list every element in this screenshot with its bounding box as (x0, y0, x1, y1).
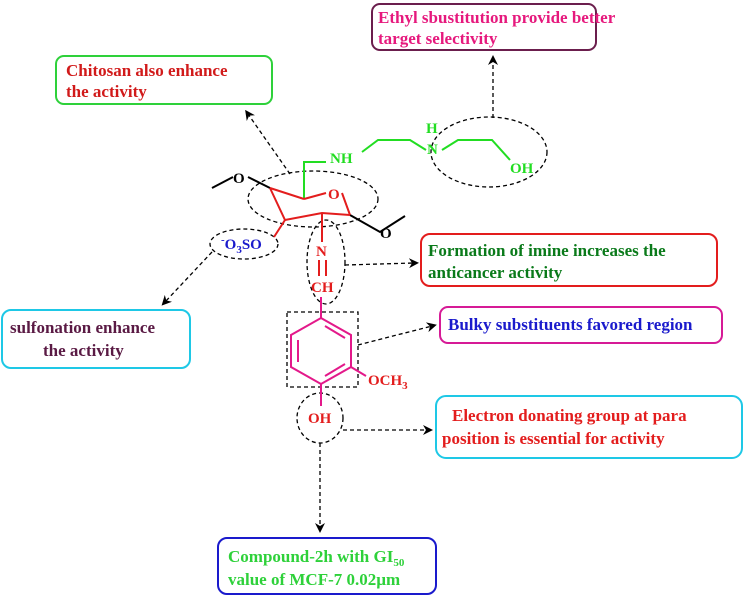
imine-double-bond (318, 260, 327, 276)
ring-o-label: O (328, 187, 340, 203)
compound-line2: value of MCF-7 0.02µm (228, 570, 400, 589)
electron-annotation: Electron donating group at para position… (435, 395, 743, 459)
ethyl-ellipse (430, 116, 548, 188)
so3-ellipse (209, 228, 279, 260)
imine-n-label: N (316, 244, 327, 260)
chain-oh-label: OH (510, 161, 534, 177)
ether-o-label: O (380, 226, 392, 242)
sugar-ring (269, 187, 351, 242)
sulfonation-line2: the activity (43, 341, 124, 360)
arrows (161, 55, 498, 533)
amine-chain (303, 139, 511, 199)
ethyl-annotation: Ethyl sbustitution provide better target… (371, 3, 616, 51)
imine-ch-label: CH (311, 280, 334, 296)
arrow-sulfonation (161, 251, 213, 306)
och3-label: OCH3 (368, 373, 408, 392)
nh-left-label: NH (330, 151, 353, 167)
sulfonation-annotation: sulfonation enhance the activity (1, 309, 191, 369)
nh-right-h-label: H (426, 121, 438, 137)
arrow-bulky (357, 322, 437, 346)
chitosan-line1: Chitosan also enhance (66, 61, 228, 80)
benzene-ring (290, 297, 367, 406)
methoxy-bonds (211, 176, 406, 234)
arrow-imine (344, 258, 419, 269)
bulky-annotation: Bulky substituents favored region (439, 306, 723, 344)
compound-annotation: Compound-2h with GI50 value of MCF-7 0.0… (217, 537, 437, 595)
imine-line1: Formation of imine increases the (428, 241, 666, 260)
imine-ellipse (306, 219, 346, 305)
electron-line1: Electron donating group at para (452, 406, 687, 425)
nh-right-n-label: N (427, 142, 438, 158)
bulky-line1: Bulky substituents favored region (448, 315, 693, 334)
imine-line2: anticancer activity (428, 263, 563, 282)
chitosan-line2: the activity (66, 82, 147, 101)
arrow-chitosan (245, 109, 291, 175)
ethyl-line2: target selectivity (378, 29, 498, 48)
electron-line2: position is essential for activity (442, 429, 665, 448)
molecule: NH H N OH O O O -O3SO N CH (211, 121, 534, 427)
phenol-oh-label: OH (308, 411, 332, 427)
so3-label: -O3SO (221, 234, 262, 256)
compound-line1: Compound-2h with GI50 (228, 547, 405, 569)
benzene-rect (286, 311, 359, 388)
sugar-ellipse (247, 170, 379, 228)
sulfonation-line1: sulfonation enhance (10, 318, 155, 337)
methoxy-o-label: O (233, 171, 245, 187)
imine-annotation: Formation of imine increases the antican… (420, 233, 718, 287)
chitosan-annotation: Chitosan also enhance the activity (55, 55, 273, 105)
ethyl-line1: Ethyl sbustitution provide better (378, 8, 616, 27)
